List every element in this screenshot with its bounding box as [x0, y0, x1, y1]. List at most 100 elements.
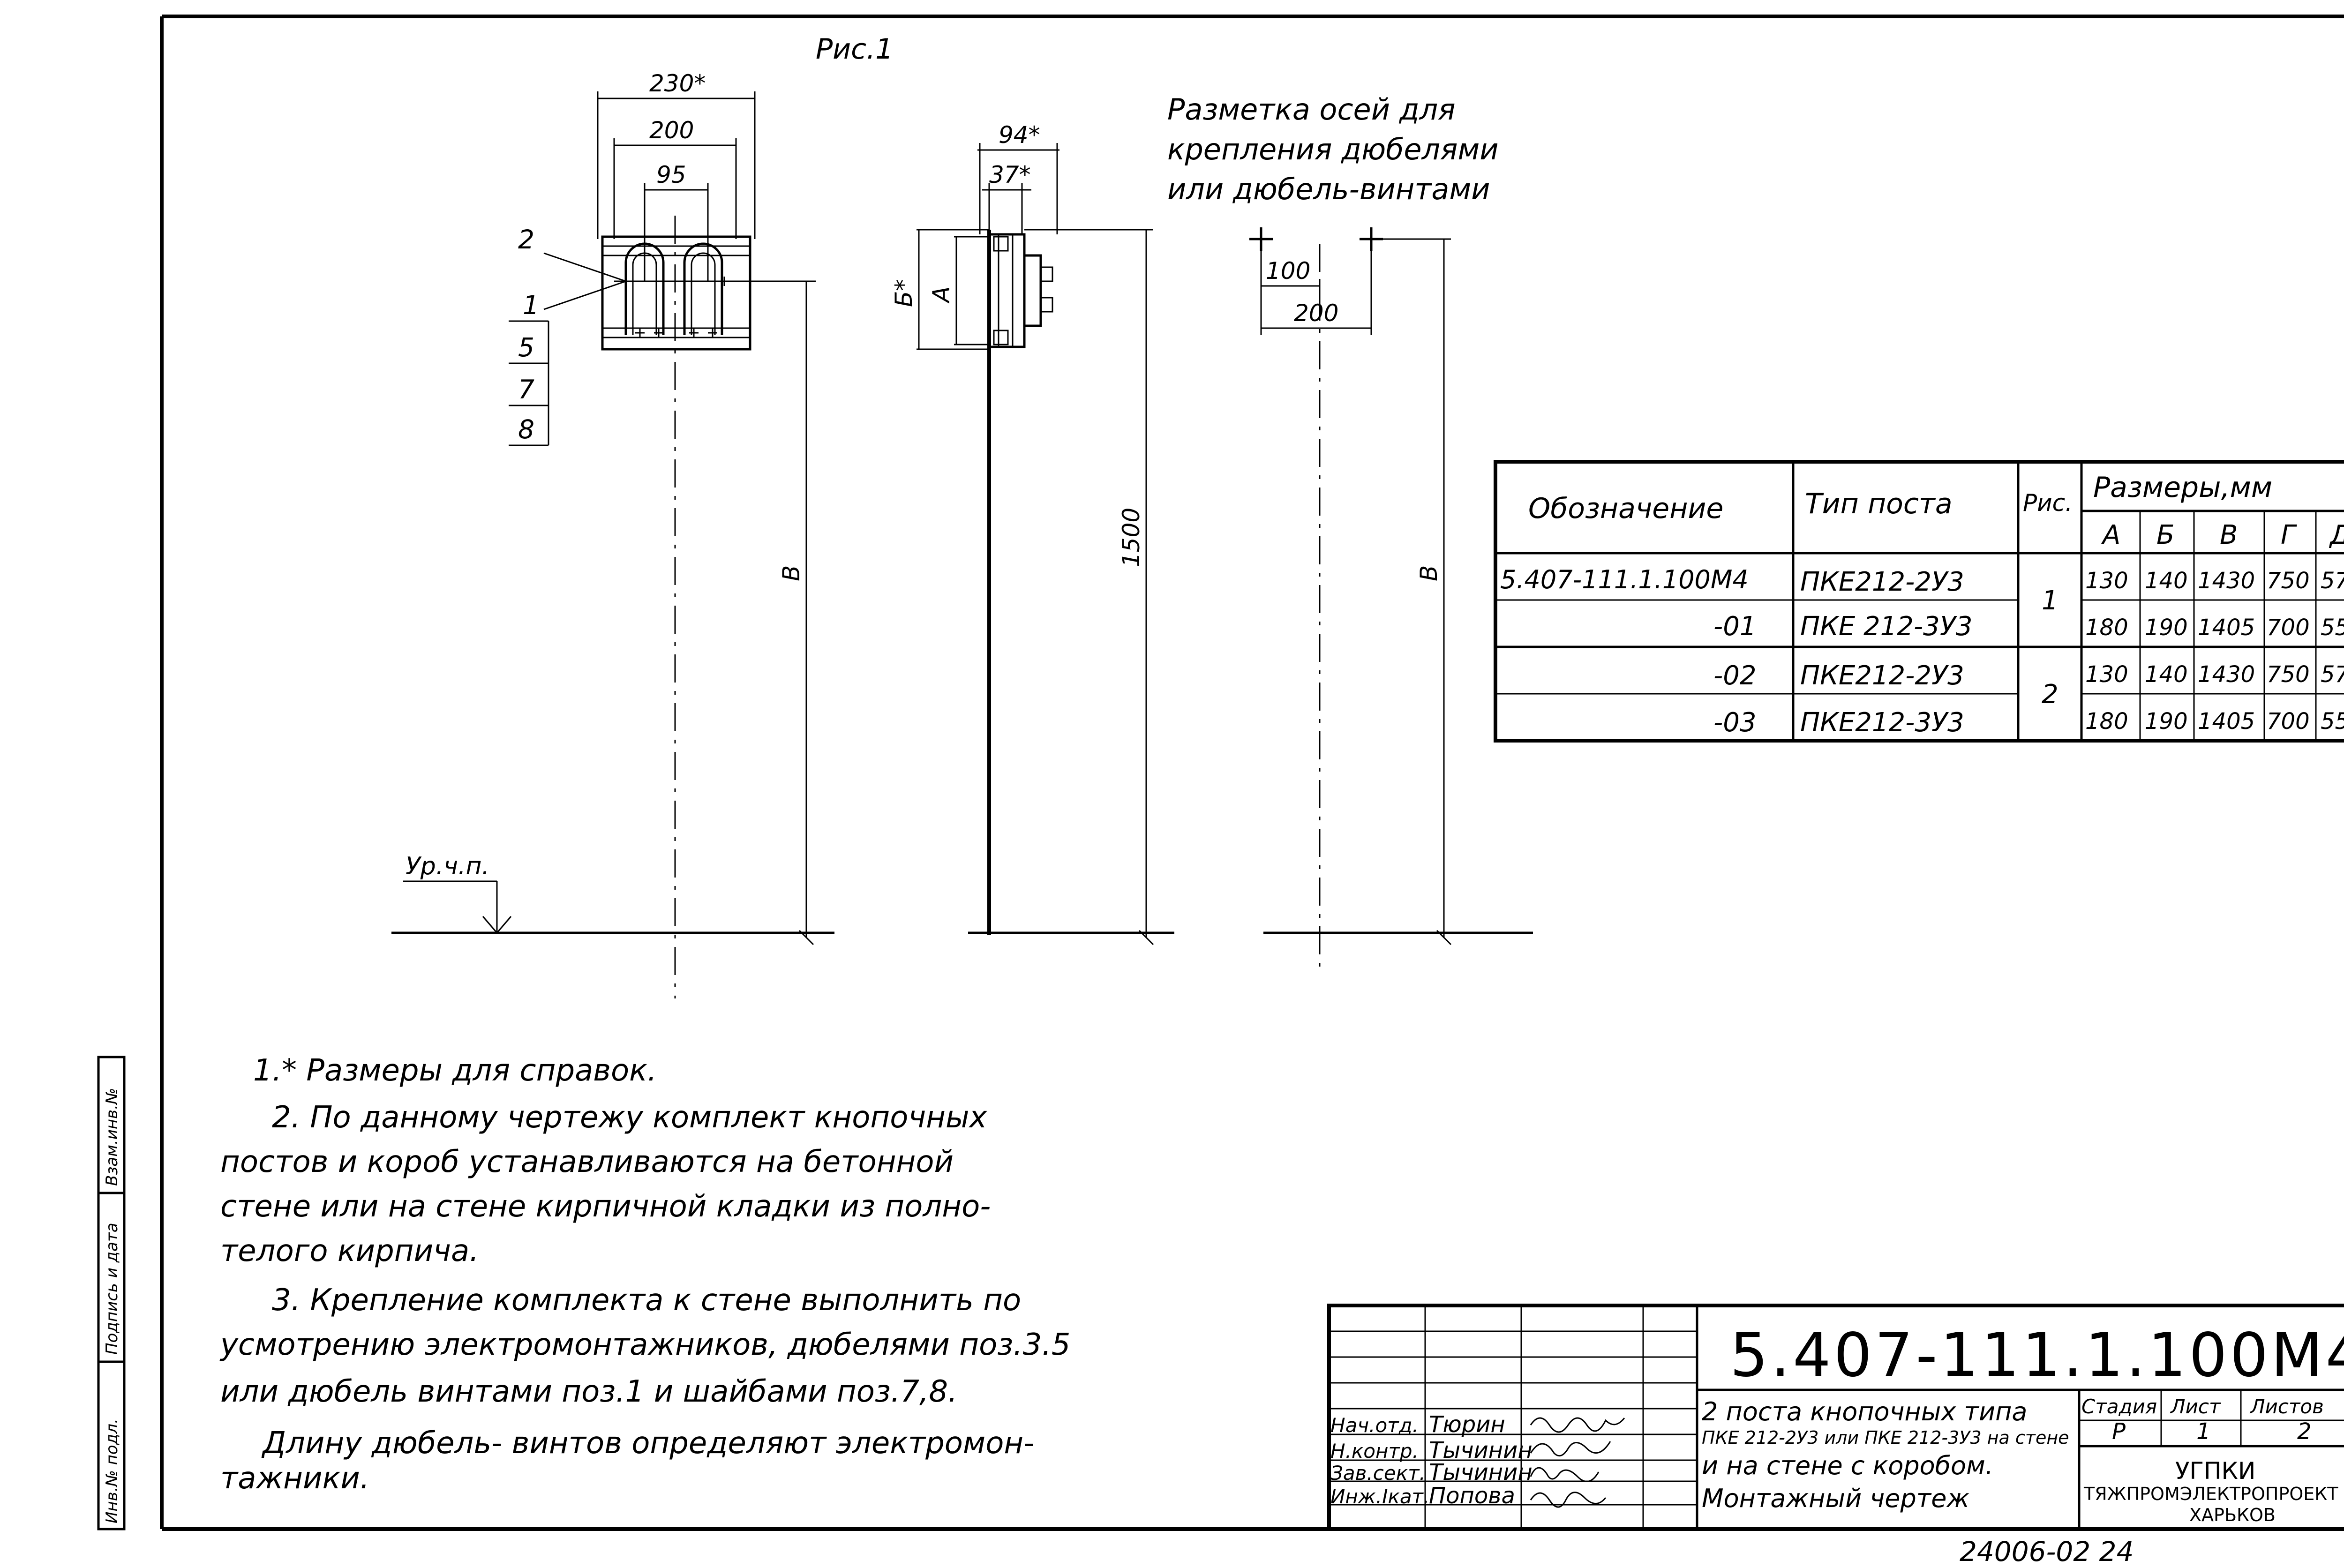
pos-8: 8 — [518, 414, 534, 444]
row3-b: 140 — [2145, 661, 2188, 688]
row4-d: 550 — [2321, 708, 2344, 735]
row1-g: 750 — [2267, 568, 2310, 594]
post-housing — [601, 235, 751, 351]
note-line-4: стене или на стене кирпичной кладки из п… — [220, 1189, 991, 1224]
row2-v: 1405 — [2198, 615, 2255, 641]
row2-d: 550 — [2321, 615, 2344, 641]
row3-v: 1430 — [2198, 661, 2255, 688]
tb-role-1: Нач.отд. — [1330, 1414, 1419, 1437]
tb-sheet-label: Лист — [2170, 1395, 2221, 1418]
axes-caption-2: крепления дюбелями — [1167, 132, 1499, 166]
side-view: 94* 37* Б* А 1500 — [890, 121, 1154, 945]
note-line-2: 2. По данному чертежу комплект кнопочных — [272, 1100, 988, 1135]
signature-2 — [1530, 1441, 1611, 1457]
th-g: Г — [2281, 520, 2297, 550]
row3-designation: -02 — [1713, 660, 1756, 691]
tb-desc-1: 2 поста кнопочных типа — [1702, 1397, 2028, 1426]
tb-org-1: УГПКИ — [2175, 1457, 2255, 1485]
row1-v: 1430 — [2198, 568, 2255, 594]
tb-name-1: Тюрин — [1429, 1411, 1505, 1438]
archive-number: 24006-02 24 — [1960, 1536, 2134, 1568]
th-dims: Размеры,мм — [2093, 471, 2272, 504]
th-b: Б — [2156, 520, 2174, 550]
th-fig: Рис. — [2023, 489, 2073, 517]
tb-code: 5.407-111.1.100М4 — [1730, 1320, 2344, 1390]
tb-name-4: Попова — [1429, 1483, 1515, 1509]
row2-a: 180 — [2085, 615, 2128, 641]
pos-2: 2 — [518, 225, 534, 255]
row3-post-type: ПКЕ212-2У3 — [1800, 660, 1964, 691]
row4-post-type: ПКЕ212-3У3 — [1800, 707, 1964, 738]
pos-7: 7 — [518, 375, 534, 405]
dim-a: А — [928, 286, 955, 304]
note-line-5: телого кирпича. — [220, 1234, 479, 1268]
pos-5: 5 — [518, 332, 534, 362]
note-line-7: усмотрению электромонтажников, дюбелями … — [219, 1328, 1070, 1362]
tb-role-2: Н.контр. — [1330, 1440, 1419, 1463]
row3-a: 130 — [2085, 661, 2128, 688]
dim-1500: 1500 — [1118, 508, 1145, 567]
row4-v: 1405 — [2198, 708, 2255, 735]
signature-1 — [1530, 1417, 1625, 1433]
th-designation: Обозначение — [1528, 492, 1723, 525]
floor-level: Ур.ч.п. — [391, 852, 1533, 934]
row1-b: 140 — [2145, 568, 2188, 594]
dim-37: 37* — [989, 161, 1031, 188]
pos-1: 1 — [523, 290, 539, 320]
dim-200-axes: 200 — [1294, 300, 1338, 327]
tb-role-4: Инж.Iкат. — [1330, 1485, 1429, 1508]
tb-name-3: Тычинин — [1429, 1459, 1533, 1485]
signature-4 — [1530, 1492, 1607, 1508]
tb-desc-2: ПКЕ 212-2У3 или ПКЕ 212-3У3 на стене — [1702, 1427, 2069, 1448]
dim-b: Б* — [890, 279, 917, 307]
note-line-8: или дюбель винтами поз.1 и шайбами поз.7… — [220, 1374, 957, 1409]
row1-d: 575 — [2321, 568, 2344, 594]
note-line-9: Длину дюбель- винтов определяют электром… — [261, 1426, 1034, 1461]
row2-post-type: ПКЕ 212-3У3 — [1800, 611, 1973, 642]
tb-org-3: ХАРЬКОВ — [2189, 1505, 2276, 1525]
row4-g: 700 — [2267, 708, 2310, 735]
dim-230: 230* — [649, 70, 706, 97]
tb-stage-label: Стадия — [2081, 1395, 2157, 1418]
row4-designation: -03 — [1713, 707, 1756, 738]
row1-post-type: ПКЕ212-2У3 — [1800, 567, 1964, 597]
tb-sheets: 2 — [2297, 1418, 2312, 1445]
tb-desc-4: Монтажный чертеж — [1702, 1484, 1969, 1513]
th-post-type: Тип поста — [1805, 488, 1953, 520]
th-v: В — [2220, 520, 2238, 550]
tb-name-2: Тычинин — [1429, 1437, 1533, 1463]
front-view: 230* 200 95 2 1 — [509, 70, 816, 998]
row1-a: 130 — [2085, 568, 2128, 594]
signature-3 — [1530, 1467, 1600, 1482]
row1-designation: 5.407-111.1.100М4 — [1500, 565, 1749, 594]
margin-vzam: Взам.инв.№ — [103, 1088, 121, 1186]
tb-sheets-label: Листов — [2249, 1395, 2324, 1418]
axes-layout-view: Разметка осей для крепления дюбелями или… — [1167, 92, 1499, 975]
margin-podpis: Подпись и дата — [103, 1223, 121, 1355]
tb-stage: Р — [2112, 1418, 2126, 1445]
notes: 1.* Размеры для справок. 2. По данному ч… — [219, 1053, 1070, 1496]
row3-g: 750 — [2267, 661, 2310, 688]
margin-inv-podl: Инв.№ подл. — [103, 1418, 121, 1523]
row4-b: 190 — [2145, 708, 2188, 735]
dim-200: 200 — [649, 117, 694, 144]
tb-role-3: Зав.сект. — [1330, 1462, 1426, 1485]
dim-v-axes: В — [1415, 565, 1442, 581]
note-line-10: тажники. — [220, 1461, 369, 1496]
row2-designation: -01 — [1713, 611, 1756, 642]
axes-caption-3: или дюбель-винтами — [1167, 172, 1490, 206]
title-block: 5.407-111.1.100М4 2 поста кнопочных типа… — [1327, 1304, 2344, 1531]
row2-g: 700 — [2267, 615, 2310, 641]
dim-v-front: В — [778, 565, 805, 581]
tb-desc-3: и на стене с коробом. — [1702, 1451, 1993, 1480]
note-line-3: постов и короб устанавливаются на бетонн… — [220, 1145, 954, 1179]
row4-a: 180 — [2085, 708, 2128, 735]
dim-100: 100 — [1266, 257, 1310, 285]
floor-label: Ур.ч.п. — [406, 852, 489, 880]
fig-2: 2 — [2042, 679, 2059, 710]
figure-title: Рис.1 — [816, 33, 893, 66]
row2-b: 190 — [2145, 615, 2188, 641]
fig-1: 1 — [2042, 585, 2059, 616]
note-line-1: 1.* Размеры для справок. — [253, 1053, 657, 1088]
